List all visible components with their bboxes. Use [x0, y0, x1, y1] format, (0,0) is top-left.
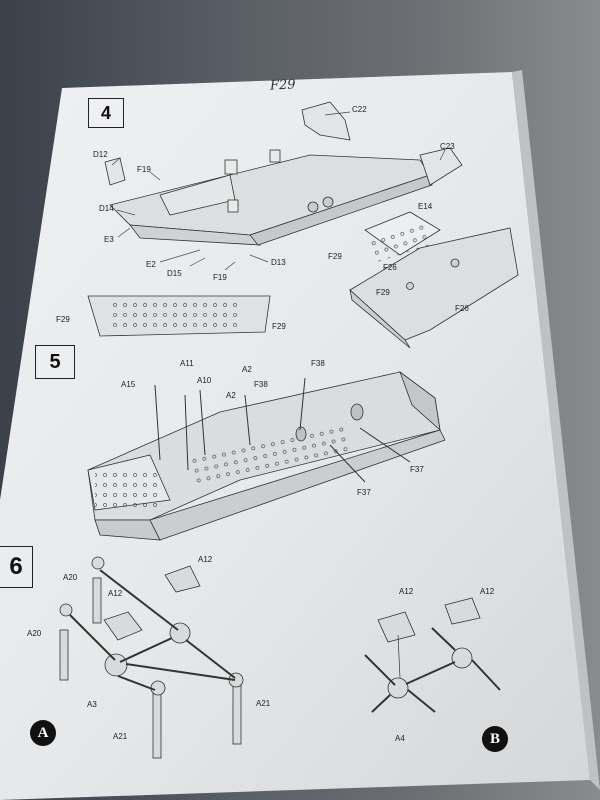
- step6-view-b-suspension: [364, 597, 501, 713]
- part-label: A15: [121, 380, 136, 389]
- sub-view-a-marker: A: [30, 720, 56, 746]
- step-6-number: 6: [0, 546, 33, 588]
- part-label: A11: [180, 359, 194, 368]
- step5-suspension-arms: [154, 377, 411, 483]
- step4-hull-assembly: [109, 149, 433, 246]
- part-label: F37: [357, 488, 371, 497]
- part-label: F29: [272, 322, 286, 331]
- part-label: D12: [93, 150, 108, 159]
- part-label: C23: [440, 142, 455, 151]
- part-label: A12: [399, 587, 414, 596]
- part-label: D13: [271, 258, 286, 267]
- part-label: A21: [113, 732, 128, 741]
- part-label: D14: [99, 204, 114, 213]
- part-label: A3: [87, 700, 97, 709]
- step4-parts-c22-c23: [104, 101, 463, 186]
- handwritten-note: F29: [269, 77, 296, 94]
- part-label: F19: [213, 273, 227, 282]
- part-label: F29: [328, 252, 342, 261]
- part-label: A12: [198, 555, 213, 564]
- part-label: F19: [137, 165, 151, 174]
- part-label: A10: [197, 376, 212, 385]
- step4-detail-rear: [349, 211, 519, 349]
- part-label: F29: [56, 315, 70, 324]
- part-label: E14: [418, 202, 433, 211]
- part-label: E2: [146, 260, 156, 269]
- part-label: A2: [242, 365, 252, 374]
- part-label: C22: [352, 105, 367, 114]
- step4-leader-lines: [111, 111, 446, 271]
- part-label: F26: [383, 263, 397, 272]
- part-label: A20: [63, 573, 78, 582]
- step-4-number: 4: [88, 98, 124, 128]
- part-label: F26: [455, 304, 469, 313]
- part-label: F38: [311, 359, 325, 368]
- part-label: A20: [27, 629, 42, 638]
- part-label: A12: [108, 589, 123, 598]
- part-label: D15: [167, 269, 182, 278]
- step6-view-a-suspension: [59, 556, 244, 759]
- part-label: A21: [256, 699, 271, 708]
- step5-hull-assembly: [87, 370, 446, 541]
- sub-view-b-marker: B: [482, 726, 508, 752]
- part-label: F38: [254, 380, 268, 389]
- part-label: A4: [395, 734, 405, 743]
- part-label: A2: [226, 391, 236, 400]
- part-label: F29: [376, 288, 390, 297]
- step4-armor-plate: [87, 295, 271, 337]
- part-label: E3: [104, 235, 114, 244]
- part-label: A12: [480, 587, 495, 596]
- part-label: F37: [410, 465, 424, 474]
- step-5-number: 5: [35, 345, 75, 379]
